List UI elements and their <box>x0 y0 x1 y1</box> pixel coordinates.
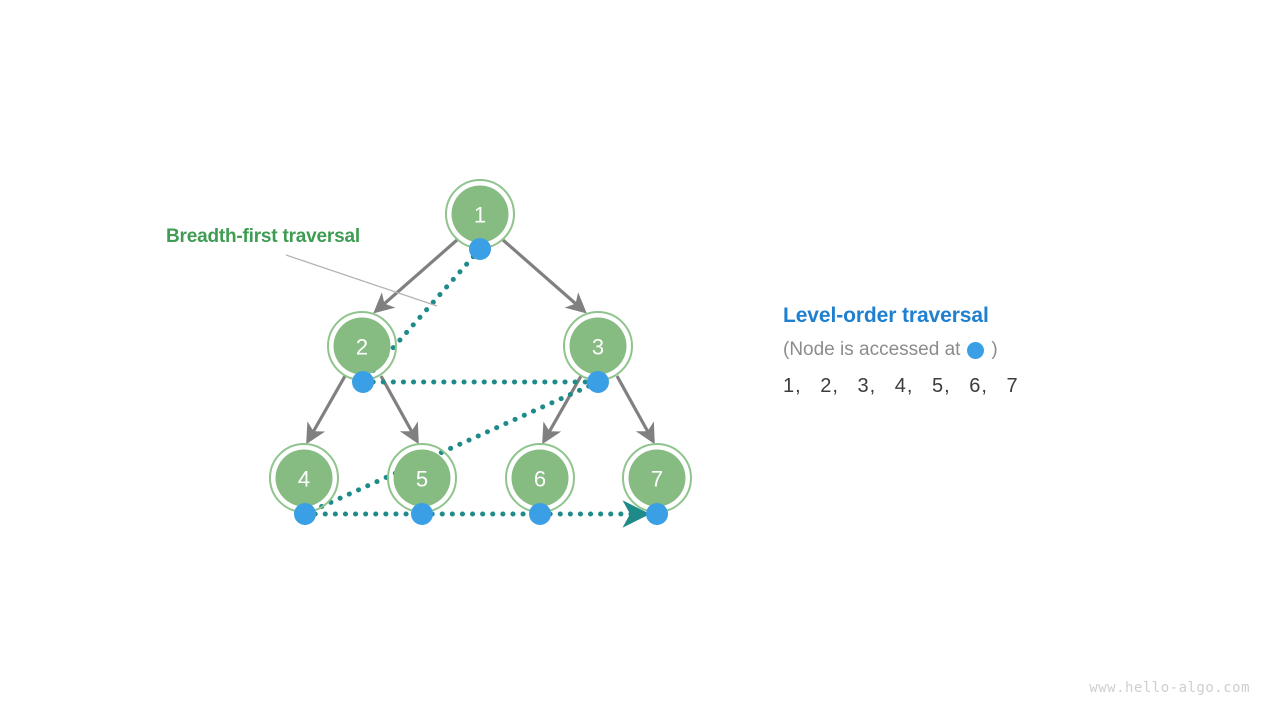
tree-node-7[interactable]: 7 <box>622 443 692 513</box>
path-1-2 <box>360 246 483 385</box>
tree-node-2[interactable]: 2 <box>327 311 397 381</box>
legend-panel: Level-order traversal (Node is accessed … <box>783 303 1203 399</box>
legend-note-suffix: ) <box>991 339 998 360</box>
tree-edges <box>306 238 655 445</box>
tree-node-5[interactable]: 5 <box>387 443 457 513</box>
node-label: 3 <box>592 335 604 360</box>
node-disc <box>333 317 391 375</box>
sequence-item: 6, <box>969 375 988 397</box>
node-label: 6 <box>534 467 546 492</box>
sequence-item: 1, <box>783 375 802 397</box>
sequence-item: 2, <box>820 375 839 397</box>
edge-3-6 <box>542 375 583 445</box>
edge-1-3 <box>501 238 587 314</box>
breadth-first-traversal-label: Breadth-first traversal <box>166 226 360 247</box>
node-label: 4 <box>298 467 310 492</box>
tree-node-1[interactable]: 1 <box>445 179 515 249</box>
sequence-item: 4, <box>894 375 914 397</box>
node-disc <box>393 449 451 507</box>
node-label: 7 <box>651 467 663 492</box>
label-leader-line <box>285 254 438 307</box>
node-label: 2 <box>356 335 368 360</box>
node-disc <box>628 449 686 507</box>
legend-note: (Node is accessed at ) <box>783 338 1203 362</box>
traversal-sequence: 1, 2, 3, 4, 5, 6, 7 <box>783 373 1203 399</box>
sequence-item: 5, <box>932 375 951 397</box>
node-disc <box>451 185 509 243</box>
node-label: 5 <box>416 467 428 492</box>
sequence-item: 7 <box>1006 375 1019 397</box>
node-disc <box>569 317 627 375</box>
access-marker-icon <box>352 371 374 393</box>
legend-note-prefix: (Node is accessed at <box>783 339 961 360</box>
access-markers <box>294 238 668 525</box>
access-marker-icon <box>646 503 668 525</box>
edge-2-5 <box>379 375 419 445</box>
legend-heading: Level-order traversal <box>783 304 989 327</box>
edge-2-4 <box>306 375 347 445</box>
access-marker-icon <box>529 503 551 525</box>
tree-node-4[interactable]: 4 <box>269 443 339 513</box>
tree-node-6[interactable]: 6 <box>505 443 575 513</box>
access-marker-icon <box>967 341 985 359</box>
watermark: www.hello-algo.com <box>1089 680 1250 696</box>
tree-node-3[interactable]: 3 <box>563 311 633 381</box>
access-marker-icon <box>587 371 609 393</box>
access-marker-icon <box>469 238 491 260</box>
tree-nodes: 1 2 3 4 5 <box>269 179 692 513</box>
edge-1-2 <box>373 238 459 314</box>
path-3-4 <box>302 379 601 517</box>
node-disc <box>511 449 569 507</box>
sequence-item: 3, <box>857 375 877 397</box>
traversal-path <box>302 246 650 528</box>
access-marker-icon <box>294 503 316 525</box>
edge-3-7 <box>615 375 655 445</box>
node-disc <box>275 449 333 507</box>
access-marker-icon <box>411 503 433 525</box>
node-label: 1 <box>474 203 486 228</box>
